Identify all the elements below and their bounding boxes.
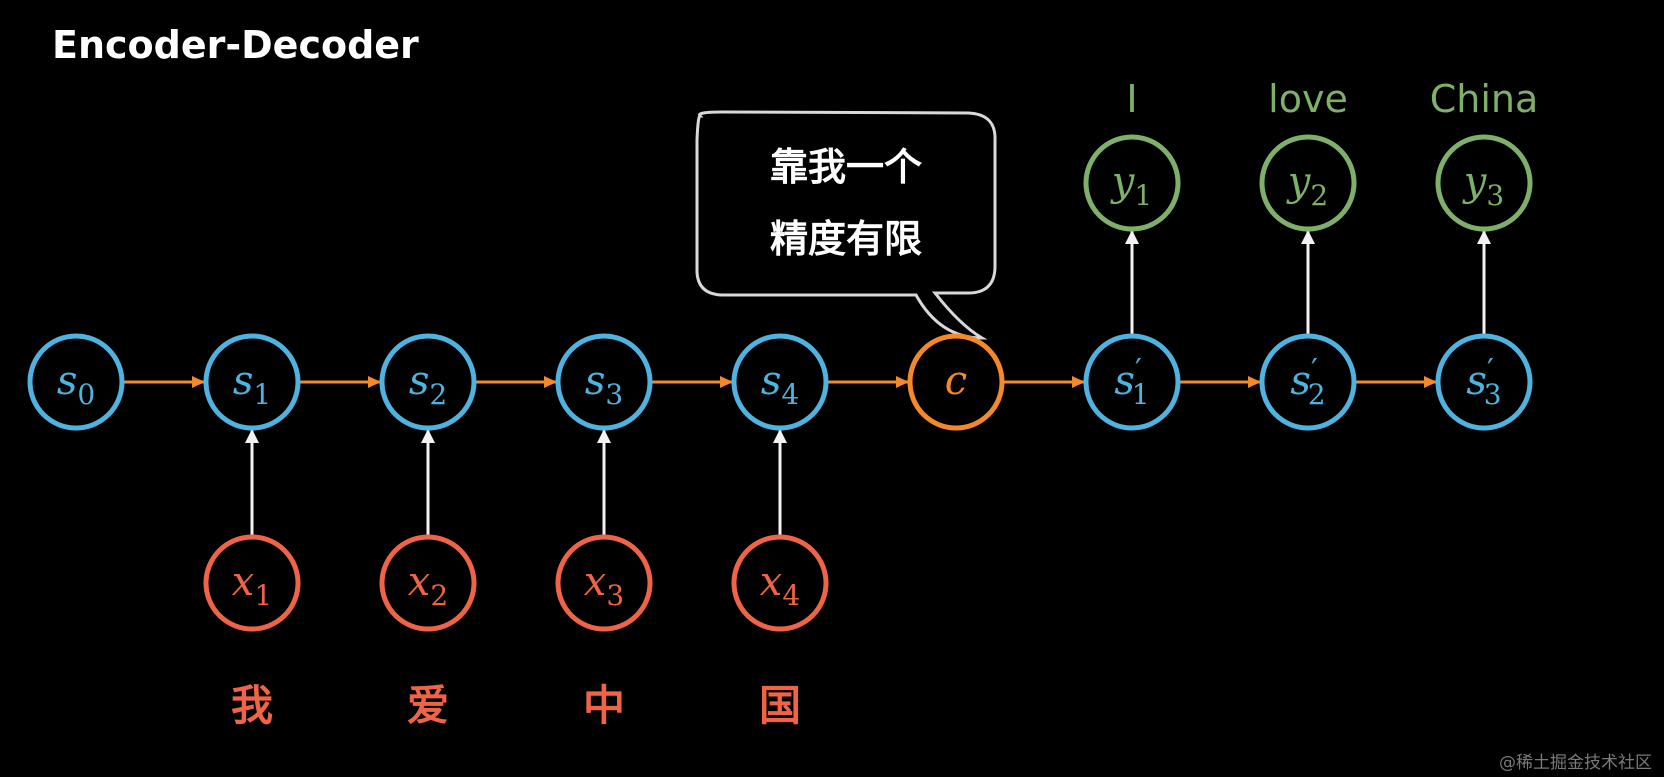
encoder-state-s3: s3 bbox=[555, 333, 653, 431]
input-x4: x4 bbox=[731, 534, 829, 632]
input-x3-circle bbox=[555, 534, 653, 632]
arrows-layer bbox=[124, 230, 1491, 535]
input-x3-label: x3 bbox=[584, 559, 624, 612]
output-y1: y1 bbox=[1083, 134, 1181, 232]
encoder-state-s4-circle bbox=[731, 333, 829, 431]
encoder-state-s0-circle bbox=[27, 333, 125, 431]
context-vector-c-circle bbox=[907, 333, 1005, 431]
encoder-state-s4-label: s4 bbox=[761, 358, 799, 411]
decoder-state-s3-prime-label: s′3 bbox=[1466, 353, 1501, 411]
output-word-2: love bbox=[1268, 77, 1348, 121]
encoder-state-s1-label: s1 bbox=[233, 358, 271, 411]
input-word-3: 中 bbox=[583, 681, 625, 730]
output-y3: y3 bbox=[1435, 134, 1533, 232]
speech-bubble-outline bbox=[695, 110, 997, 340]
encoder-state-s2-circle bbox=[379, 333, 477, 431]
decoder-state-s2-prime-circle bbox=[1259, 333, 1357, 431]
output-word-1: I bbox=[1126, 77, 1137, 121]
input-x2-circle bbox=[379, 534, 477, 632]
speech-bubble-line-1: 靠我一个 bbox=[770, 145, 922, 189]
input-word-4: 国 bbox=[759, 681, 801, 730]
encoder-state-s0: s0 bbox=[27, 333, 125, 431]
input-x1: x1 bbox=[203, 534, 301, 632]
input-x1-label: x1 bbox=[232, 559, 272, 612]
output-word-3: China bbox=[1430, 77, 1539, 121]
nodes-layer: s0 s1 s2 s3 s4 c s′1 s′2 s′3 x1 我 x2 爱 x3 中 x4 国 y1 Iy2 lov… bbox=[27, 77, 1539, 730]
output-y1-circle bbox=[1083, 134, 1181, 232]
speech-bubble-line-2: 精度有限 bbox=[770, 217, 922, 261]
input-word-2: 爱 bbox=[407, 681, 449, 730]
input-x3: x3 bbox=[555, 534, 653, 632]
encoder-state-s1-circle bbox=[203, 333, 301, 431]
encoder-state-s3-circle bbox=[555, 333, 653, 431]
watermark: @稀土掘金技术社区 bbox=[1499, 753, 1652, 773]
input-x4-circle bbox=[731, 534, 829, 632]
input-x2-label: x2 bbox=[408, 559, 448, 612]
decoder-state-s2-prime: s′2 bbox=[1259, 333, 1357, 431]
decoder-state-s3-prime-circle bbox=[1435, 333, 1533, 431]
input-x4-label: x4 bbox=[760, 559, 800, 612]
context-vector-c: c bbox=[907, 333, 1005, 431]
input-x1-circle bbox=[203, 534, 301, 632]
decoder-state-s1-prime-circle bbox=[1083, 333, 1181, 431]
output-y2: y2 bbox=[1259, 134, 1357, 232]
encoder-state-s1: s1 bbox=[203, 333, 301, 431]
encoder-state-s2: s2 bbox=[379, 333, 477, 431]
output-y3-circle bbox=[1435, 134, 1533, 232]
decoder-state-s1-prime: s′1 bbox=[1083, 333, 1181, 431]
output-y2-circle bbox=[1259, 134, 1357, 232]
decoder-state-s1-prime-label: s′1 bbox=[1114, 353, 1149, 411]
diagram-title: Encoder-Decoder bbox=[52, 23, 419, 67]
speech-bubble: 靠我一个 精度有限 bbox=[695, 110, 997, 340]
input-x2: x2 bbox=[379, 534, 477, 632]
output-y1-label: y1 bbox=[1110, 159, 1152, 212]
encoder-state-s3-label: s3 bbox=[585, 358, 623, 411]
encoder-state-s4: s4 bbox=[731, 333, 829, 431]
input-word-1: 我 bbox=[231, 681, 273, 730]
context-vector-c-label: c bbox=[945, 358, 967, 404]
decoder-state-s3-prime: s′3 bbox=[1435, 333, 1533, 431]
encoder-state-s0-label: s0 bbox=[57, 358, 95, 411]
encoder-state-s2-label: s2 bbox=[409, 358, 447, 411]
decoder-state-s2-prime-label: s′2 bbox=[1290, 353, 1325, 411]
output-y3-label: y3 bbox=[1462, 159, 1504, 212]
output-y2-label: y2 bbox=[1286, 159, 1328, 212]
